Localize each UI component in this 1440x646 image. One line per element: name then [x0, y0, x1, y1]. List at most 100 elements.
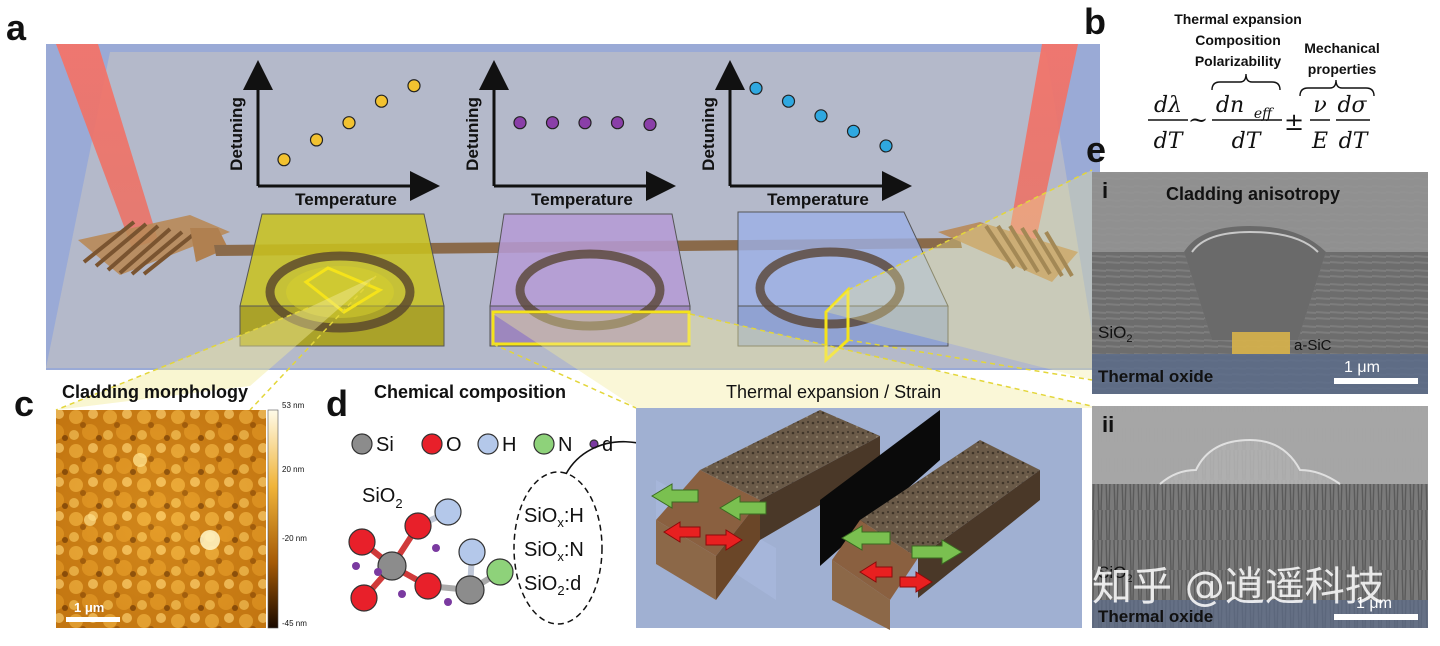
defect-1 — [374, 568, 382, 576]
eq-term2b-denominator: dT — [1339, 129, 1370, 154]
eq-lhs-denominator: dT — [1154, 129, 1185, 154]
green-arrow-left-b — [719, 495, 767, 521]
data-point — [879, 139, 893, 153]
projection-beam-c — [56, 276, 376, 410]
panel-thermal-strain: Thermal expansion / Strain — [636, 382, 1082, 630]
grating-coupler-left — [78, 215, 230, 276]
label-polarizability: Polarizability — [1195, 53, 1282, 69]
y-axis-label: Detuning — [699, 97, 718, 171]
sem-i-sio2: SiO2 — [1098, 323, 1132, 345]
data-point — [781, 94, 796, 108]
data-point — [309, 133, 324, 147]
eq-term2b-numerator: dσ — [1337, 93, 1367, 118]
eq-term2a-denominator: E — [1311, 129, 1328, 154]
cladding-block-blue — [737, 211, 949, 364]
legend-swatch — [421, 433, 443, 455]
red-arrow-right-b — [899, 571, 933, 593]
defect-5 — [352, 562, 360, 570]
data-point — [374, 94, 389, 108]
variant-label: SiOx:N — [524, 539, 584, 564]
sem-i-oxide-label: Thermal oxide — [1098, 367, 1213, 386]
highlight-rect-purple — [491, 310, 691, 346]
projection-dashes — [55, 169, 1101, 411]
data-point — [814, 109, 828, 123]
atom-o-2 — [350, 584, 378, 612]
data-point — [643, 117, 657, 132]
data-point — [578, 116, 592, 130]
waveguide-left-front — [656, 520, 716, 600]
label-thermal-expansion: Thermal expansion — [1174, 11, 1302, 27]
colorbar-label-neg20: -20 nm — [282, 534, 307, 543]
legend-label: Si — [376, 434, 394, 456]
panel-letter-c: c — [14, 383, 34, 424]
atom-n-1 — [486, 558, 514, 586]
strain-arrows — [651, 483, 963, 593]
molecule-diagram — [348, 498, 514, 612]
cross-section-plane — [820, 410, 940, 566]
legend-label: N — [558, 434, 572, 456]
cladding-block-yellow — [239, 213, 445, 347]
eq-term1-subscript: eff — [1254, 106, 1274, 122]
eq-plus-minus: ± — [1284, 108, 1304, 136]
sem-i-title: Cladding anisotropy — [1166, 184, 1340, 204]
defect-4 — [444, 598, 452, 606]
eq-term1-numerator: dn — [1216, 93, 1244, 118]
colorbar-label-max: 53 nm — [282, 401, 305, 410]
legend-swatch — [351, 433, 373, 455]
variant-label: SiO2:d — [524, 573, 581, 598]
defect-2 — [432, 544, 440, 552]
label-properties: properties — [1308, 61, 1377, 77]
colorbar — [267, 409, 279, 629]
data-point — [846, 124, 861, 138]
molecule-label: SiO2 — [362, 485, 403, 511]
atom-o-4 — [414, 572, 442, 600]
panel-b: b Thermal expansion Composition Polariza… — [1084, 1, 1380, 154]
panel-e: e i Cladding anisotropy SiO2 a-SiC Therm… — [1086, 129, 1428, 628]
atom-h-1 — [434, 498, 462, 526]
waveguide-right-top — [860, 440, 1040, 558]
panel-d-title: Chemical composition — [374, 382, 566, 402]
sem-ii-scalebar-label: 1 μm — [1356, 595, 1392, 612]
panel-letter-e: e — [1086, 129, 1106, 170]
sem-ii-scalebar — [1334, 614, 1418, 620]
colorbar-label-20: 20 nm — [282, 465, 305, 474]
afm-scalebar-label: 1 μm — [74, 600, 104, 615]
panel-thermal-title: Thermal expansion / Strain — [726, 382, 941, 402]
data-point — [513, 116, 527, 130]
sem-i-scalebar-label: 1 μm — [1344, 359, 1380, 376]
green-arrow-left-a — [651, 483, 699, 509]
legend-item-n: N — [533, 433, 572, 456]
cladding-block-purple — [489, 213, 691, 347]
brace-group2 — [1299, 79, 1375, 97]
laser-beam-right — [1008, 44, 1078, 240]
green-arrow-right-a — [841, 525, 891, 551]
sem-ii-oxide-label: Thermal oxide — [1098, 607, 1213, 626]
data-point — [342, 116, 356, 130]
panel-letter-b: b — [1084, 1, 1106, 42]
variant-label: SiOx:H — [524, 505, 584, 530]
y-axis-label: Detuning — [227, 97, 246, 171]
label-composition: Composition — [1195, 32, 1281, 48]
panel-letter-a: a — [6, 7, 27, 48]
detuning-charts: DetuningTemperatureDetuningTemperatureDe… — [227, 60, 912, 209]
sem-ii-number: ii — [1102, 412, 1114, 437]
red-arrow-left-b — [705, 529, 743, 551]
laser-beam-left — [56, 44, 158, 248]
atom-si-2 — [455, 575, 485, 605]
data-point — [749, 81, 763, 95]
legend-swatch — [533, 433, 555, 455]
ring-resonator-purple — [515, 249, 665, 331]
legend-item-h: H — [477, 433, 516, 456]
projection-beam-thermal — [493, 314, 1100, 408]
grating-coupler-right — [938, 222, 1078, 282]
thermal-equation: dλ dT ~ dn eff dT ± ν E dσ dT — [1148, 93, 1370, 154]
eq-lhs-numerator: dλ — [1154, 93, 1182, 118]
atom-o-1 — [348, 528, 376, 556]
panel-a: a — [6, 7, 1100, 370]
variants-ellipse — [513, 471, 603, 625]
afm-scalebar — [66, 617, 120, 622]
